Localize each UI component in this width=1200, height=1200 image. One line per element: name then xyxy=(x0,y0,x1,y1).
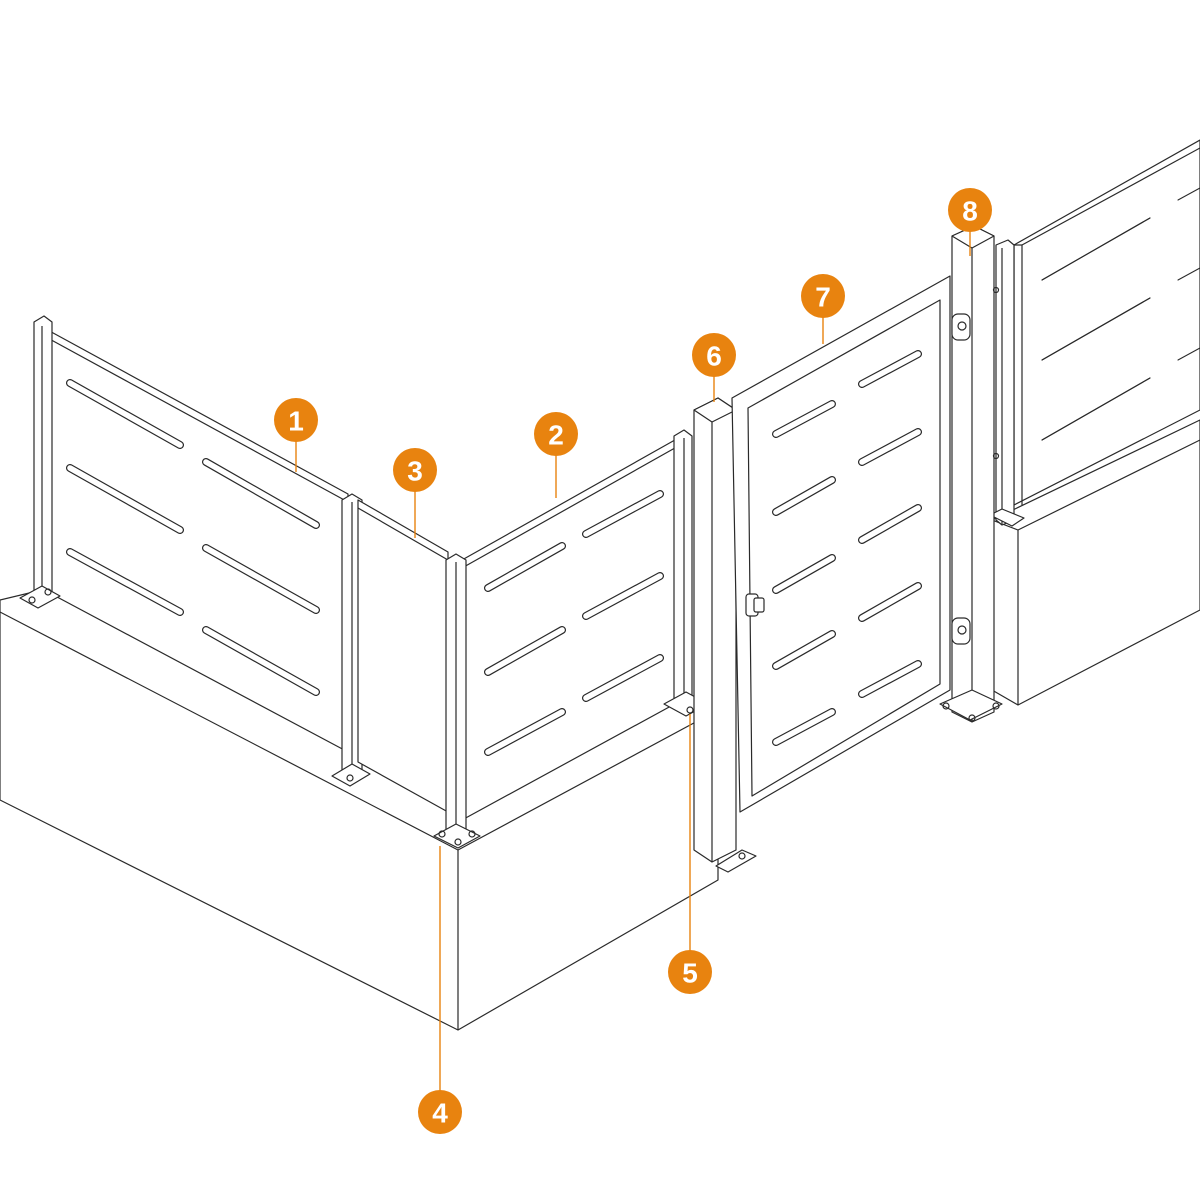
callout-5: 5 xyxy=(668,950,712,994)
right-panel-post xyxy=(989,239,1025,527)
callout-3: 3 xyxy=(393,448,437,492)
corner-post xyxy=(433,553,481,849)
svg-text:3: 3 xyxy=(407,456,423,487)
svg-text:2: 2 xyxy=(548,420,564,451)
gate-hinge-post xyxy=(939,225,1003,723)
fence-panel-3 xyxy=(357,499,449,813)
callout-leaders xyxy=(295,230,971,1092)
gate-hinge-upper xyxy=(951,313,971,341)
svg-text:4: 4 xyxy=(432,1098,448,1129)
panel-1-slots xyxy=(66,379,320,696)
callout-8: 8 xyxy=(948,188,992,232)
gate-latch-handle xyxy=(745,593,765,617)
svg-text:5: 5 xyxy=(682,958,698,989)
callout-4: 4 xyxy=(418,1090,462,1134)
svg-text:1: 1 xyxy=(288,406,304,437)
right-fence-panel xyxy=(1013,139,1200,506)
gate-hinge-lower xyxy=(951,617,971,645)
left-end-post xyxy=(19,315,61,609)
callout-7: 7 xyxy=(801,274,845,318)
svg-text:6: 6 xyxy=(706,341,722,372)
intermediate-post xyxy=(331,493,371,787)
panel-2-slots xyxy=(484,490,664,756)
gate-latch-post xyxy=(693,397,757,873)
callout-1: 1 xyxy=(274,398,318,442)
gate-slots xyxy=(772,350,922,746)
svg-text:7: 7 xyxy=(815,282,831,313)
callout-6: 6 xyxy=(692,333,736,377)
callout-2: 2 xyxy=(534,412,578,456)
svg-text:8: 8 xyxy=(962,196,978,227)
gate-leaf xyxy=(731,275,951,813)
